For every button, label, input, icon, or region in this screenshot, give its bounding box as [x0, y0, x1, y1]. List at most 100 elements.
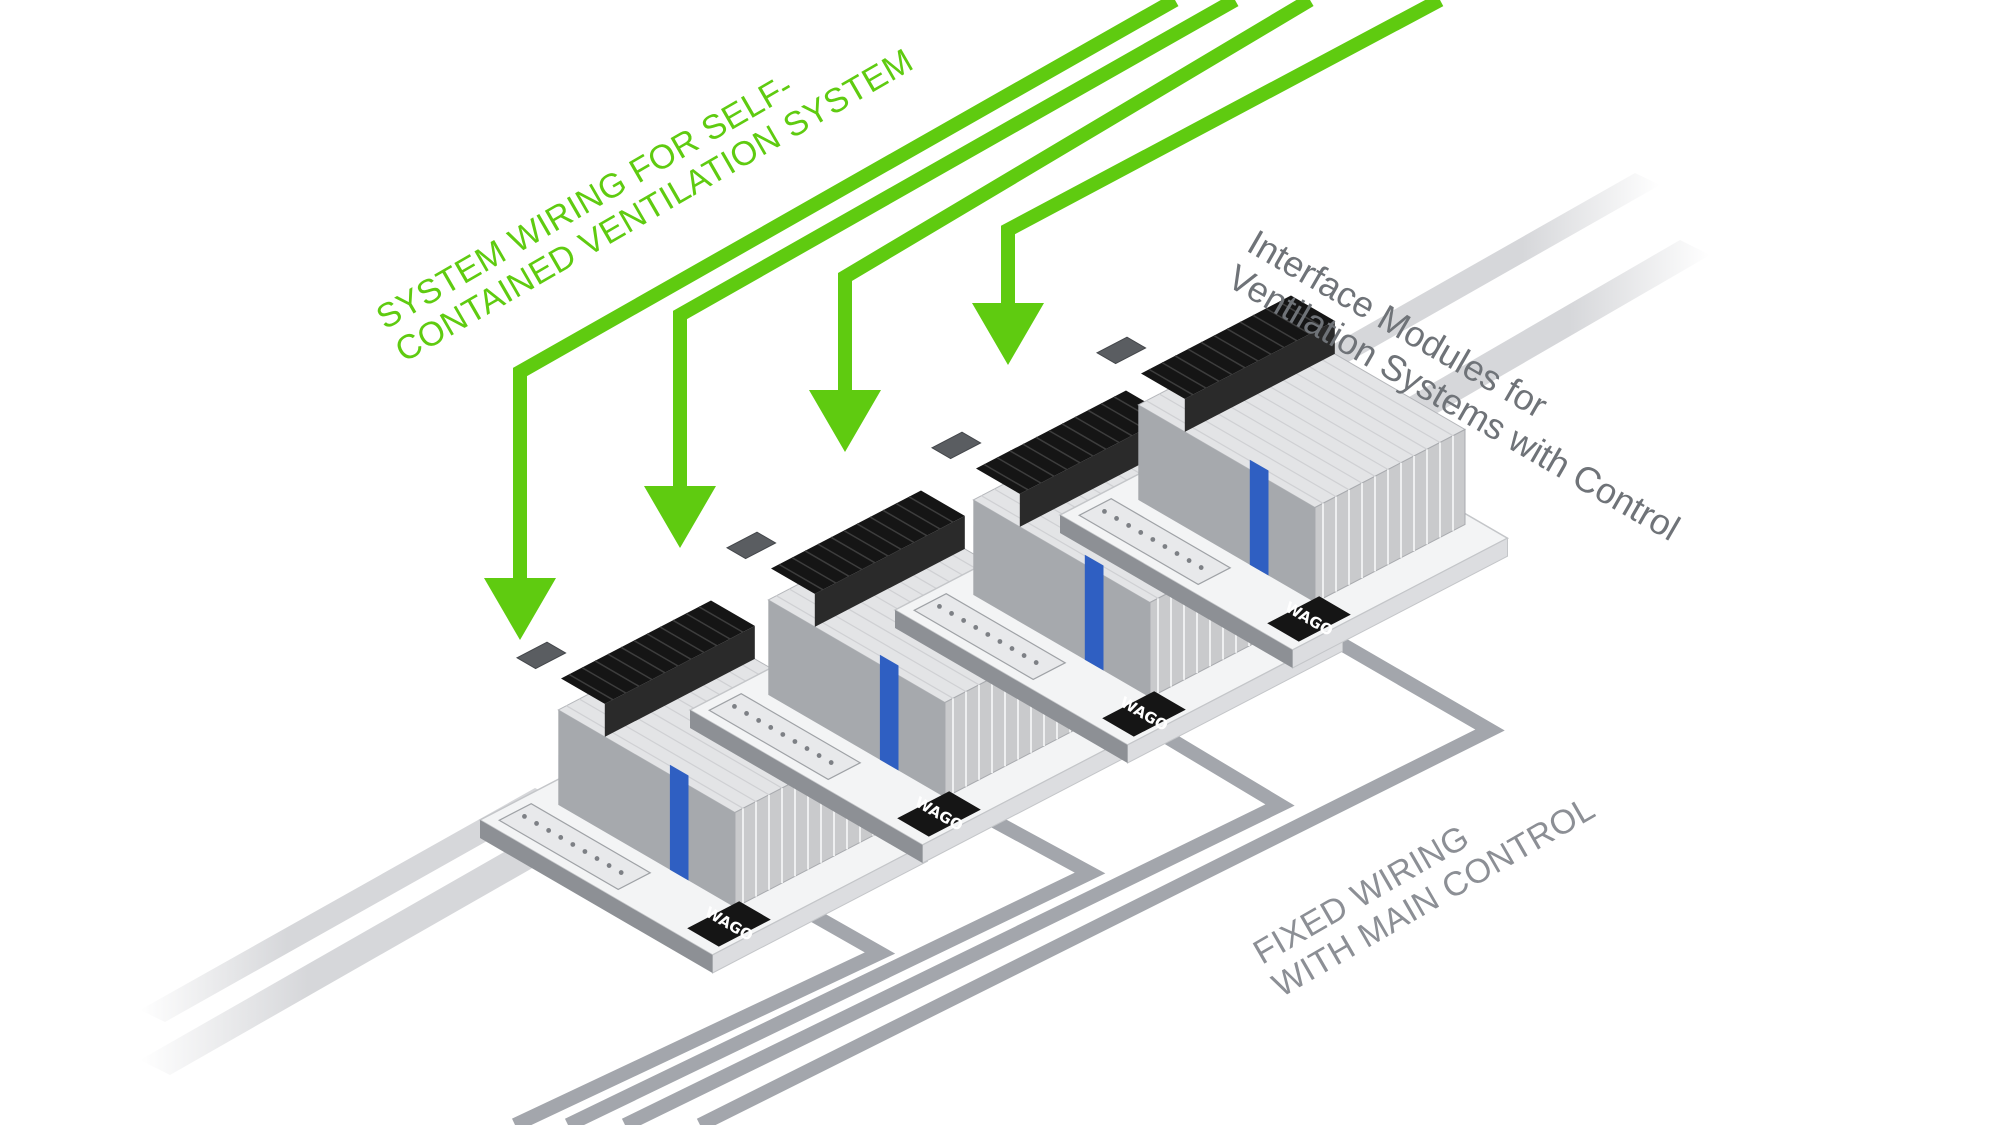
- relay-divider: [1174, 355, 1220, 382]
- connector-pin: [1009, 646, 1015, 651]
- connector-pin: [997, 639, 1003, 644]
- connector-pin: [973, 625, 979, 630]
- module-back-connector: [930, 431, 982, 460]
- relay-divider: [607, 653, 653, 681]
- relay-divider: [1265, 307, 1311, 335]
- module-accent-bar: [1249, 459, 1269, 576]
- connector-pin: [1126, 523, 1132, 528]
- terminal-block-side: [973, 499, 1150, 698]
- connector-pin: [937, 604, 942, 609]
- connector-pin: [1186, 558, 1192, 563]
- relay-divider: [698, 606, 744, 633]
- relay-divider: [1200, 341, 1246, 369]
- relay-divider: [996, 456, 1042, 484]
- green-arrow-shaft-3: [838, 0, 1314, 394]
- relay-divider: [1239, 321, 1285, 349]
- relay-divider: [581, 666, 627, 694]
- relay-divider: [778, 563, 824, 591]
- relay-divider: [1213, 334, 1259, 362]
- green-arrow-shaft-4: [1001, 0, 1444, 307]
- module-back-connector: [515, 641, 567, 670]
- module-back-connector: [1095, 336, 1147, 365]
- connector-pin: [594, 856, 600, 861]
- relay-strip-top: [561, 600, 755, 704]
- relay-divider: [1061, 423, 1107, 450]
- connector-pin: [606, 863, 612, 868]
- relay-divider: [817, 543, 863, 571]
- relay-divider: [791, 556, 837, 584]
- terminal-slice-top: [775, 595, 954, 699]
- relay-divider: [1226, 328, 1272, 355]
- interface-module-4: WAGO: [1058, 295, 1510, 669]
- logo-plate: [1267, 596, 1351, 642]
- terminal-slice-top: [1145, 400, 1324, 504]
- connector-pin: [522, 814, 527, 819]
- relay-divider: [843, 529, 889, 557]
- fixed-wiring-label: FIXED WIRING WITH MAIN CONTROL: [1247, 789, 1602, 1005]
- connector-pin: [1114, 516, 1119, 521]
- terminal-block-side: [768, 599, 945, 798]
- relay-divider: [685, 612, 731, 640]
- relay-divider: [594, 660, 640, 687]
- connector-pin: [1162, 544, 1168, 549]
- connector-pin: [546, 828, 552, 833]
- terminal-slice-top: [565, 705, 744, 809]
- module-accent-bar: [1084, 554, 1104, 671]
- connector-pin: [1033, 660, 1039, 665]
- relay-divider: [1187, 348, 1233, 376]
- module-base-side: [690, 710, 923, 863]
- relay-divider: [882, 509, 928, 537]
- relay-divider: [1009, 450, 1055, 477]
- terminal-slice-top: [980, 495, 1159, 599]
- connector-pin: [1021, 653, 1027, 658]
- connector-pin: [961, 618, 967, 623]
- module-base-side: [480, 820, 713, 973]
- connector-pin: [570, 842, 576, 847]
- relay-divider: [869, 516, 915, 544]
- gray-arrow-shaft-2: [564, 797, 1106, 1125]
- relay-divider: [620, 646, 666, 674]
- relay-strip-top: [1141, 295, 1335, 399]
- system-wiring-label-line1: SYSTEM WIRING FOR SELF-: [370, 67, 800, 337]
- din-rail-upper-left: [140, 788, 560, 1022]
- connector-pin: [828, 760, 834, 765]
- connector-pin: [582, 849, 588, 854]
- system-wiring-arrows: [484, 0, 1444, 640]
- terminal-block-side: [558, 709, 735, 908]
- connector-pin: [618, 870, 624, 875]
- connector-pin: [780, 732, 786, 737]
- green-arrowhead-3: [809, 390, 881, 452]
- relay-divider: [646, 633, 692, 660]
- relay-divider: [633, 639, 679, 667]
- connector-pin: [1150, 537, 1156, 542]
- relay-divider: [672, 619, 718, 647]
- relay-divider: [1161, 361, 1207, 389]
- module-back-connector: [725, 531, 777, 560]
- connector-pin: [816, 753, 822, 758]
- gray-arrow-shaft-1: [512, 898, 896, 1125]
- terminal-block-side: [1138, 404, 1315, 603]
- relay-divider: [804, 550, 850, 577]
- connector-pin: [756, 718, 762, 723]
- relay-divider: [908, 496, 954, 523]
- connector-pin: [732, 704, 737, 709]
- connector-pin: [949, 611, 954, 616]
- green-arrowhead-1: [484, 578, 556, 640]
- relay-divider: [830, 536, 876, 564]
- module-accent-bar: [669, 764, 689, 881]
- relay-strip-front: [1184, 320, 1335, 432]
- relay-divider: [1278, 301, 1324, 328]
- green-arrow-shaft-2: [673, 0, 1239, 490]
- gray-arrow-shaft-3: [621, 709, 1295, 1125]
- gray-arrow-shaft-4: [696, 609, 1505, 1125]
- interface-module-1: WAGO: [478, 600, 930, 974]
- logo-plate: [1102, 691, 1186, 737]
- relay-divider: [1100, 402, 1146, 430]
- connector-pin: [792, 739, 798, 744]
- module-accent-bar: [879, 654, 899, 771]
- connector-pin: [558, 835, 564, 840]
- connector-pin: [744, 711, 749, 716]
- connector-pin: [1198, 565, 1204, 570]
